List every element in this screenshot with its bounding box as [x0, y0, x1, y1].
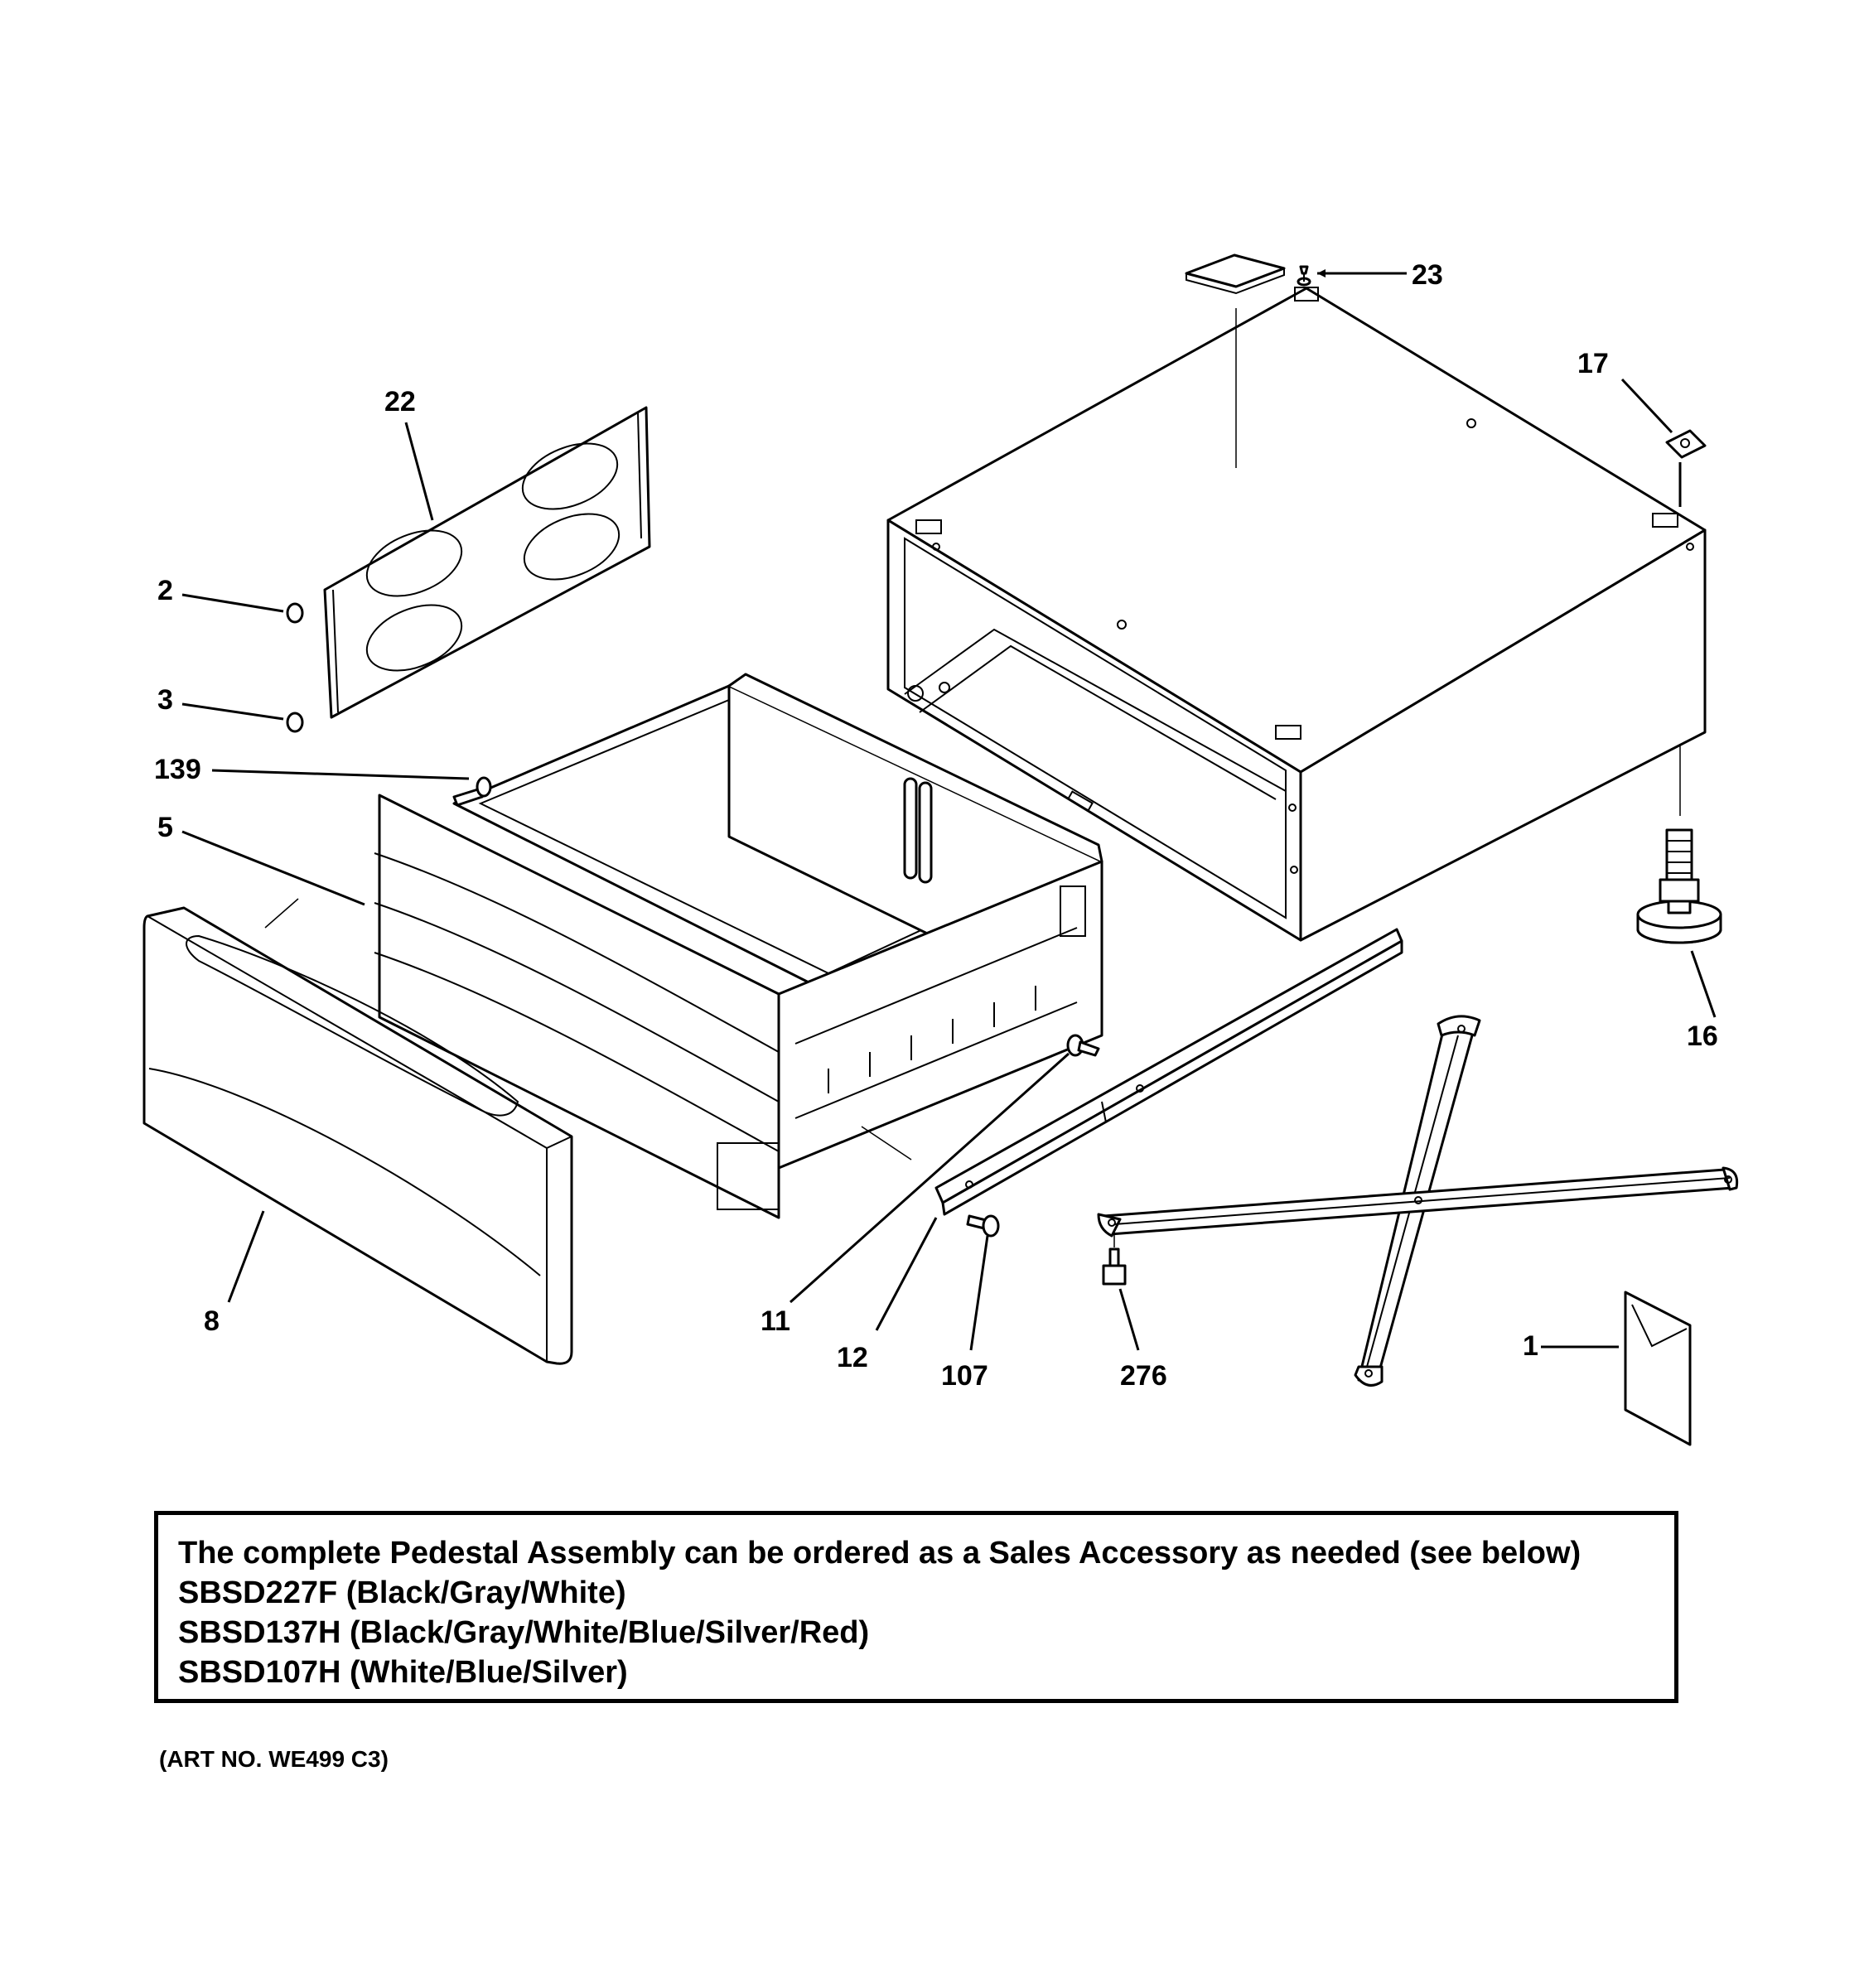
screw-276: [1102, 1228, 1127, 1286]
screw-11: [1066, 1034, 1100, 1057]
art-number: (ART NO. WE499 C3): [159, 1746, 389, 1772]
callout-17: 17: [1577, 348, 1609, 379]
callout-23: 23: [1412, 259, 1443, 291]
callout-1: 1: [1523, 1330, 1538, 1362]
callout-11: 11: [761, 1305, 790, 1337]
callout-12: 12: [837, 1342, 868, 1373]
back-panel-22: [323, 406, 651, 719]
callout-276: 276: [1120, 1360, 1167, 1392]
callout-22: 22: [384, 386, 416, 417]
note-line-3: SBSD137H (Black/Gray/White/Blue/Silver/R…: [178, 1615, 870, 1650]
note-line-1: The complete Pedestal Assembly can be or…: [178, 1536, 1582, 1571]
clip-17: [1665, 429, 1707, 459]
drawer-5: [264, 673, 1103, 1219]
bumper-3: [286, 712, 304, 733]
drawer-front-8: [142, 906, 573, 1365]
callout-107: 107: [941, 1360, 988, 1392]
callout-139: 139: [154, 754, 201, 785]
callout-labels: 23 17 22 2 3 139 5 16 8 11 12 107 276 1: [154, 259, 1718, 1392]
callout-16: 16: [1687, 1021, 1718, 1052]
literature-envelope-1: [1624, 1291, 1692, 1446]
callout-5: 5: [157, 812, 173, 843]
ordering-note-box: The complete Pedestal Assembly can be or…: [154, 1511, 1678, 1703]
screw-139: [452, 776, 492, 807]
leader-lines: [181, 269, 1717, 1351]
leveling-leg-16: [1636, 746, 1722, 944]
note-line-2: SBSD227F (Black/Gray/White): [178, 1575, 626, 1610]
screw-107: [966, 1214, 1000, 1238]
cross-brace-b: [1097, 1166, 1739, 1238]
note-line-4: SBSD107H (White/Blue/Silver): [178, 1655, 628, 1690]
pedestal-cabinet: [886, 287, 1707, 942]
callout-2: 2: [157, 575, 173, 606]
pad-part: [1185, 253, 1286, 295]
screw-23: [1297, 265, 1311, 287]
callout-3: 3: [157, 684, 173, 716]
callout-8: 8: [204, 1305, 220, 1337]
slide-rail-12: [934, 928, 1403, 1216]
bumper-2: [286, 602, 304, 624]
